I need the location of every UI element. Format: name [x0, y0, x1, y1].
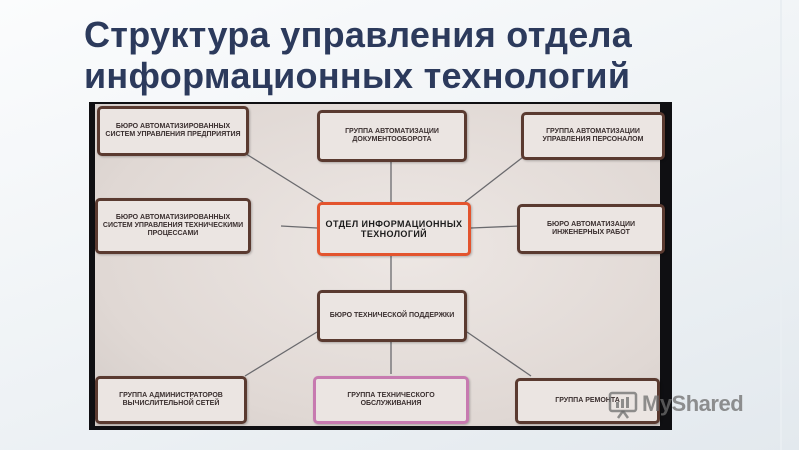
- box-bottom-right-label: Группа ремонта: [555, 397, 620, 404]
- connector-lines: [242, 151, 532, 377]
- box-bottom-center-label: Группа технического обслуживания: [347, 392, 435, 407]
- box-support-label: Бюро технической поддержки: [329, 312, 455, 319]
- watermark-text: MyShared: [642, 391, 744, 416]
- connector-mid-left: [280, 225, 318, 229]
- connector-mid-right: [470, 225, 521, 229]
- slide-title: Структура управления отдела информационн…: [84, 14, 784, 96]
- box-mid-left-label: Бюро автоматизированных систем управлени…: [102, 214, 244, 237]
- presentation-board-icon: [608, 389, 638, 419]
- connector-support-bottom-left: [244, 331, 318, 377]
- slide-title-line-2: информационных технологий: [84, 55, 631, 96]
- box-top-center: Группа автоматизации документооборота: [317, 110, 467, 162]
- box-mid-right: Бюро автоматизации инженерных работ: [517, 204, 665, 254]
- box-support: Бюро технической поддержки: [317, 290, 467, 342]
- box-bottom-left: Группа администраторов вычислительной се…: [95, 376, 247, 424]
- box-bottom-center: Группа технического обслуживания: [313, 376, 469, 424]
- slide-edge-accent: [780, 0, 782, 450]
- box-top-right: Группа автоматизации управления персонал…: [521, 112, 665, 160]
- box-mid-right-label: Бюро автоматизации инженерных работ: [546, 221, 636, 236]
- slide-title-line-1: Структура управления отдела: [84, 14, 633, 55]
- watermark-logo: MyShared: [608, 384, 744, 424]
- connector-support-bottom-right: [466, 331, 532, 377]
- connector-top-right: [464, 153, 528, 203]
- connector-top-left: [242, 151, 324, 203]
- box-mid-left: Бюро автоматизированных систем управлени…: [95, 198, 251, 254]
- box-top-center-label: Группа автоматизации документооборота: [345, 128, 439, 143]
- box-center-label: Отдел информационных технологий: [325, 219, 463, 239]
- box-top-right-label: Группа автоматизации управления персонал…: [542, 128, 644, 143]
- box-top-left-label: Бюро автоматизированных систем управлени…: [105, 123, 241, 138]
- box-top-left: Бюро автоматизированных систем управлени…: [97, 106, 249, 156]
- box-bottom-left-label: Группа администраторов вычислительной се…: [119, 392, 223, 407]
- projector-screen: Бюро автоматизированных систем управлени…: [95, 104, 665, 426]
- box-center: Отдел информационных технологий: [317, 202, 471, 256]
- diagram-photo: Бюро автоматизированных систем управлени…: [89, 102, 672, 430]
